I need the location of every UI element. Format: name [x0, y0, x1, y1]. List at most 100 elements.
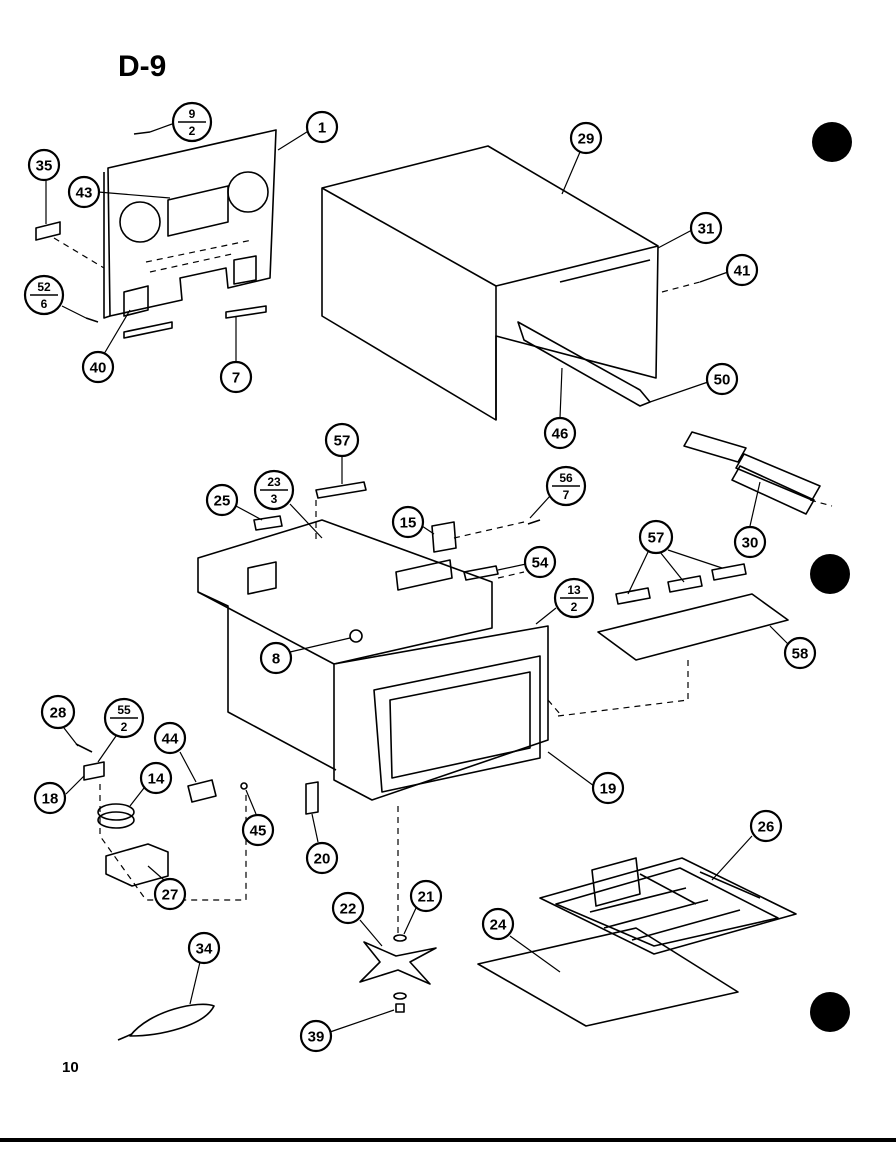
- callout-number: 57: [334, 433, 351, 450]
- oven-shelf-rack: [539, 857, 797, 955]
- callout-circle: [305, 110, 339, 144]
- callout-number-bottom: 6: [41, 297, 48, 311]
- binder-hole-bottom: [810, 992, 850, 1032]
- callout-circle: [139, 761, 173, 795]
- callout-leader-line: [559, 367, 563, 419]
- callout-number: 7: [232, 370, 240, 387]
- callout-27: 27: [147, 865, 187, 911]
- callout-number: 26: [758, 819, 775, 836]
- callout-number: 24: [490, 917, 507, 934]
- callout-number: 28: [50, 705, 67, 722]
- callout-circle: [205, 483, 239, 517]
- callout-28: 28: [40, 694, 79, 747]
- callout-number: 40: [90, 360, 107, 377]
- callout-leader-line: [147, 865, 165, 881]
- callout-circle: [733, 525, 767, 559]
- callout-35: 35: [27, 148, 61, 224]
- callout-leader-line: [649, 381, 709, 403]
- callout-circle: [153, 877, 187, 911]
- callout-leader-line: [509, 935, 561, 973]
- callout-number: 19: [600, 781, 617, 798]
- callout-number: 25: [214, 493, 231, 510]
- callout-number-bottom: 2: [189, 124, 196, 138]
- callout-9-2: 92: [149, 101, 213, 143]
- callout-circle: [259, 641, 293, 675]
- callout-leader-line: [627, 551, 649, 595]
- callout-circle: [783, 636, 817, 670]
- callout-leader-line: [699, 271, 729, 283]
- callout-leader-line: [63, 727, 79, 747]
- callout-leader-line: [329, 1009, 395, 1033]
- callout-50: 50: [649, 362, 739, 403]
- small-bracket: [305, 781, 319, 815]
- callout-number: 20: [314, 851, 331, 868]
- callout-number: 46: [552, 426, 569, 443]
- callout-circle: [187, 931, 221, 965]
- binder-hole-top: [812, 122, 852, 162]
- callout-circle: [299, 1019, 333, 1053]
- control-components: [75, 743, 248, 901]
- callout-leader-line: [103, 309, 131, 355]
- callout-circle: [409, 879, 443, 913]
- callout-45: 45: [241, 789, 275, 847]
- callout-circle: [591, 771, 625, 805]
- callout-number: 34: [196, 941, 213, 958]
- callout-circle: [569, 121, 603, 155]
- callout-circle: [523, 545, 557, 579]
- callout-number: 14: [148, 771, 165, 788]
- callout-26: 26: [711, 809, 783, 881]
- bottom-shelf-panel: [557, 563, 789, 717]
- callout-39: 39: [299, 1009, 395, 1053]
- callout-circle: [81, 350, 115, 384]
- callout-circle: [749, 809, 783, 843]
- callout-number-bottom: 2: [121, 720, 128, 734]
- scan-edge: [0, 1138, 896, 1142]
- callout-number: 45: [250, 823, 267, 840]
- stirrer-assembly: [359, 806, 437, 1013]
- callout-number: 18: [42, 791, 59, 808]
- callout-29: 29: [561, 121, 603, 195]
- callout-number: 1: [318, 120, 326, 137]
- callout-leader-line: [769, 625, 789, 645]
- callout-circle: [219, 360, 253, 394]
- callout-57: 57: [324, 422, 360, 484]
- callout-circle: [324, 422, 360, 458]
- callout-8: 8: [259, 637, 351, 675]
- callout-58: 58: [769, 625, 817, 670]
- callout-25: 25: [205, 483, 263, 521]
- callout-leader-line: [403, 907, 417, 935]
- callout-circle: [725, 253, 759, 287]
- callout-leader-line: [659, 551, 685, 583]
- callout-number: 15: [400, 515, 417, 532]
- callout-layer: 1923543526407293141504657252331556730545…: [23, 101, 817, 1053]
- callout-circle: [331, 891, 365, 925]
- callout-leader-line: [245, 789, 257, 815]
- part-19-leader: [547, 751, 595, 787]
- callout-number-top: 13: [567, 583, 581, 597]
- callout-44: 44: [153, 721, 197, 783]
- callout-leader-line: [97, 191, 171, 199]
- binder-holes: [810, 122, 852, 1032]
- callout-22: 22: [331, 891, 383, 947]
- page-number: 10: [62, 1059, 79, 1076]
- callout-leader-line: [529, 495, 551, 519]
- callout-31: 31: [657, 211, 723, 249]
- callout-circle: [33, 781, 67, 815]
- callout-number: 50: [714, 372, 731, 389]
- callout-number: 39: [308, 1029, 325, 1046]
- callout-leader-line: [289, 503, 323, 539]
- callout-15: 15: [391, 505, 435, 539]
- callout-leader-line: [535, 607, 557, 625]
- callout-number-top: 23: [267, 475, 281, 489]
- callout-leader-line: [497, 563, 527, 571]
- callout-19: 19: [591, 771, 625, 805]
- callout-number: 57: [648, 530, 665, 547]
- callout-56-7: 567: [529, 465, 587, 519]
- callout-54: 54: [497, 545, 557, 579]
- callout-leader-line: [277, 129, 311, 151]
- callout-circle: [27, 148, 61, 182]
- callout-leader-line: [129, 787, 145, 807]
- callout-18: 18: [33, 775, 85, 815]
- callout-number: 31: [698, 221, 715, 238]
- callout-circle: [391, 505, 425, 539]
